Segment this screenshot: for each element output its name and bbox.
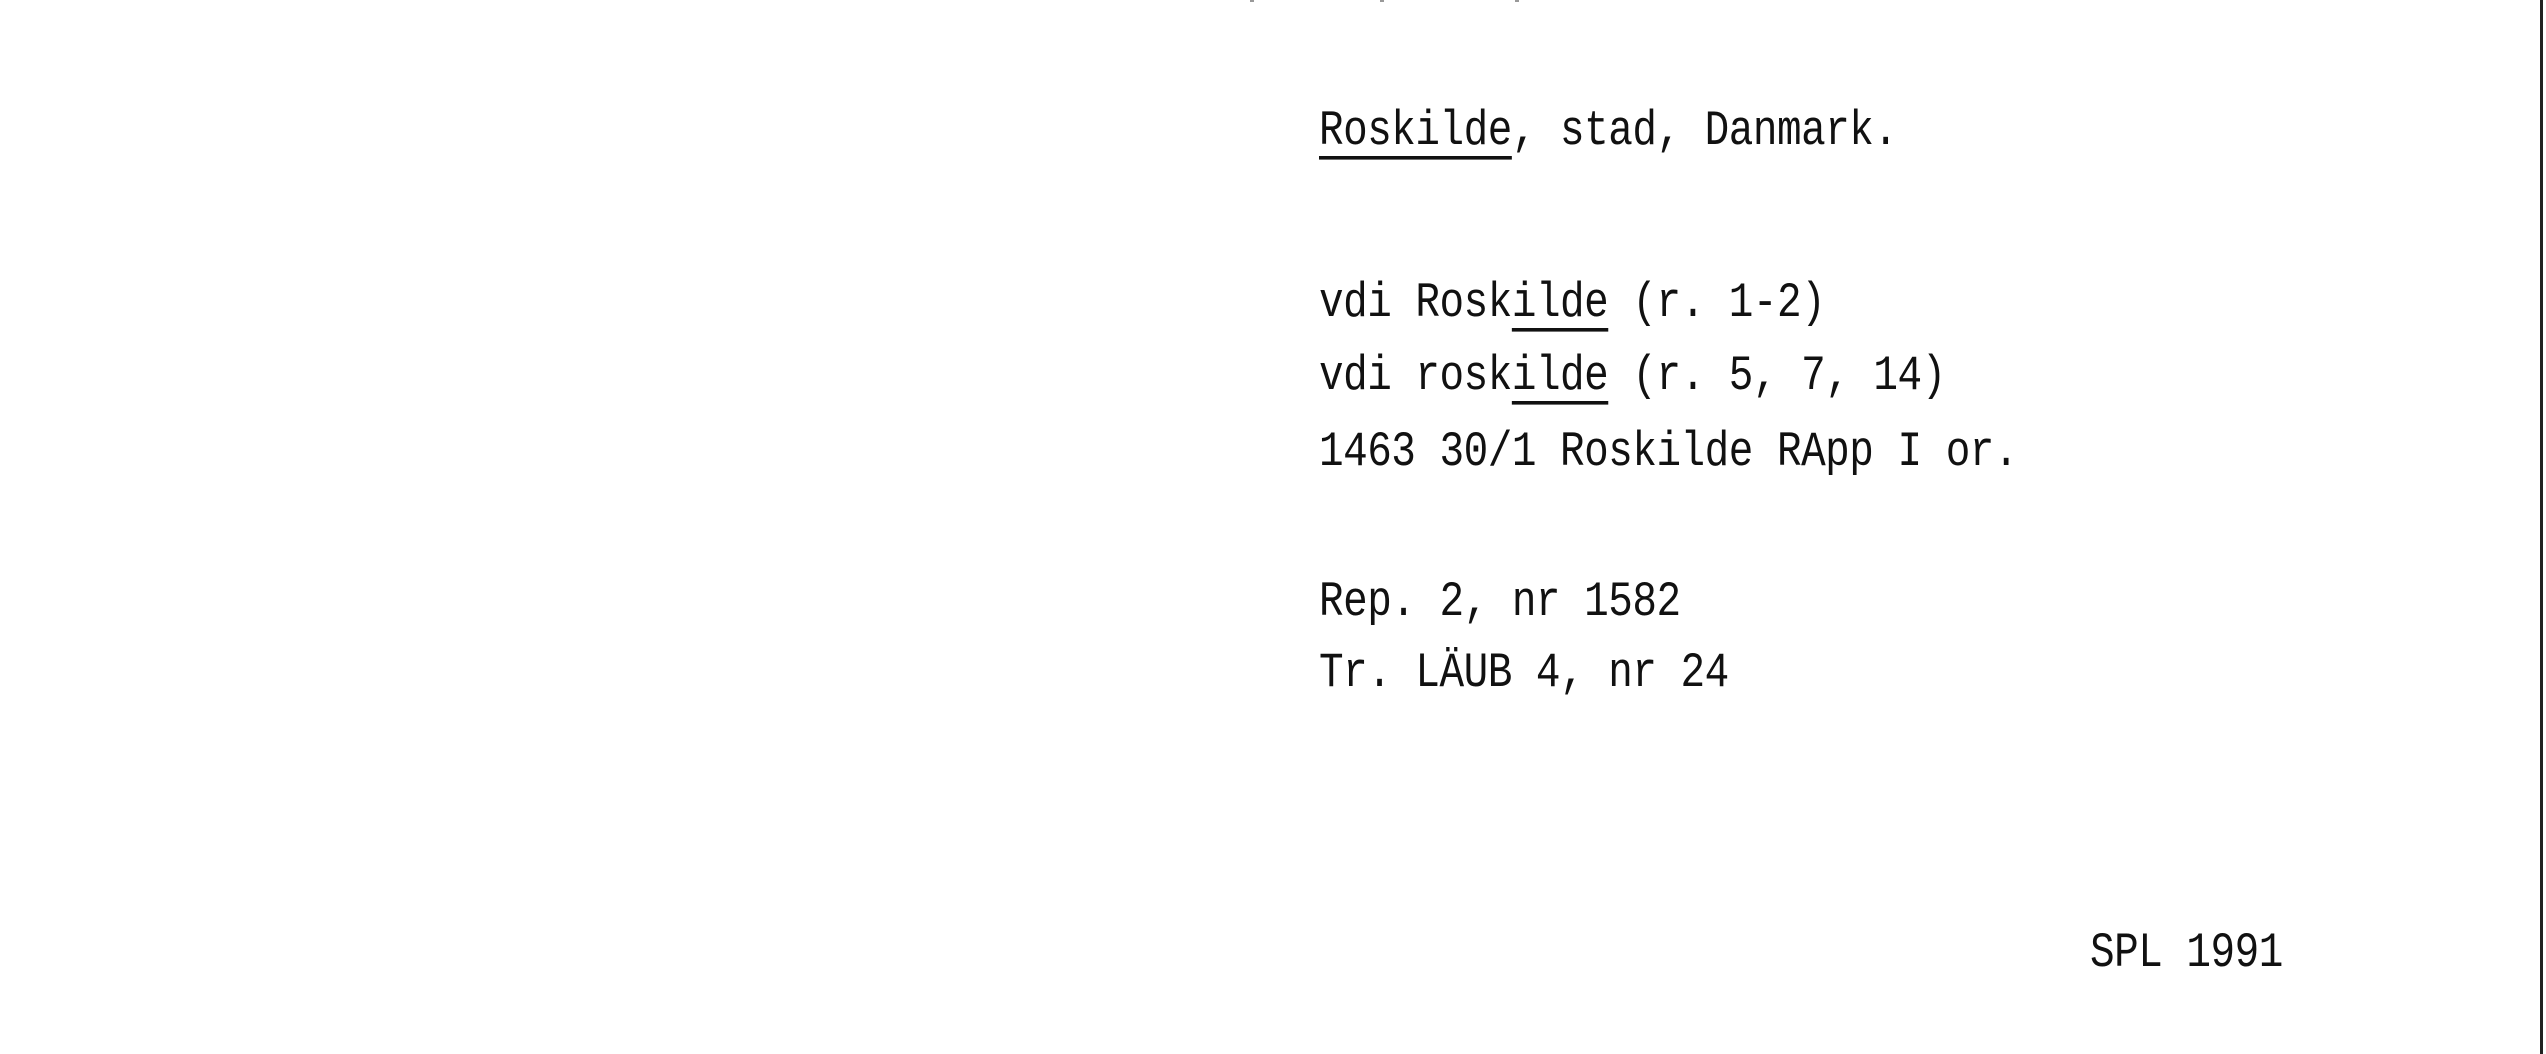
source-line: 1463 30/1 Roskilde RApp I or. — [1319, 425, 2019, 481]
scan-speck — [1380, 0, 1384, 2]
repertory-line: Rep. 2, nr 1582 — [1319, 575, 1681, 631]
scan-speck — [1250, 0, 1254, 2]
reference-line: vdi Roskilde (r. 1-2) — [1319, 279, 1826, 329]
line-prefix: vdi Rosk — [1319, 276, 1512, 332]
heading-place-name: Roskilde — [1319, 104, 1512, 160]
card-right-edge — [2540, 0, 2543, 1054]
heading-rest: , stad, Danmark. — [1511, 104, 1898, 160]
print-line: Tr. LÄUB 4, nr 24 — [1319, 646, 1729, 702]
line-prefix: vdi rosk — [1319, 349, 1512, 405]
line-suffix: (r. 5, 7, 14) — [1608, 349, 1946, 405]
scan-speck — [1515, 0, 1519, 2]
card-heading: Roskilde, stad, Danmark. — [1319, 107, 1898, 157]
line-underlined: ilde — [1511, 349, 1609, 405]
line-suffix: (r. 1-2) — [1608, 276, 1826, 332]
line-underlined: ilde — [1511, 276, 1609, 332]
signature: SPL 1991 — [2090, 926, 2283, 982]
reference-line: vdi roskilde (r. 5, 7, 14) — [1319, 352, 1946, 402]
